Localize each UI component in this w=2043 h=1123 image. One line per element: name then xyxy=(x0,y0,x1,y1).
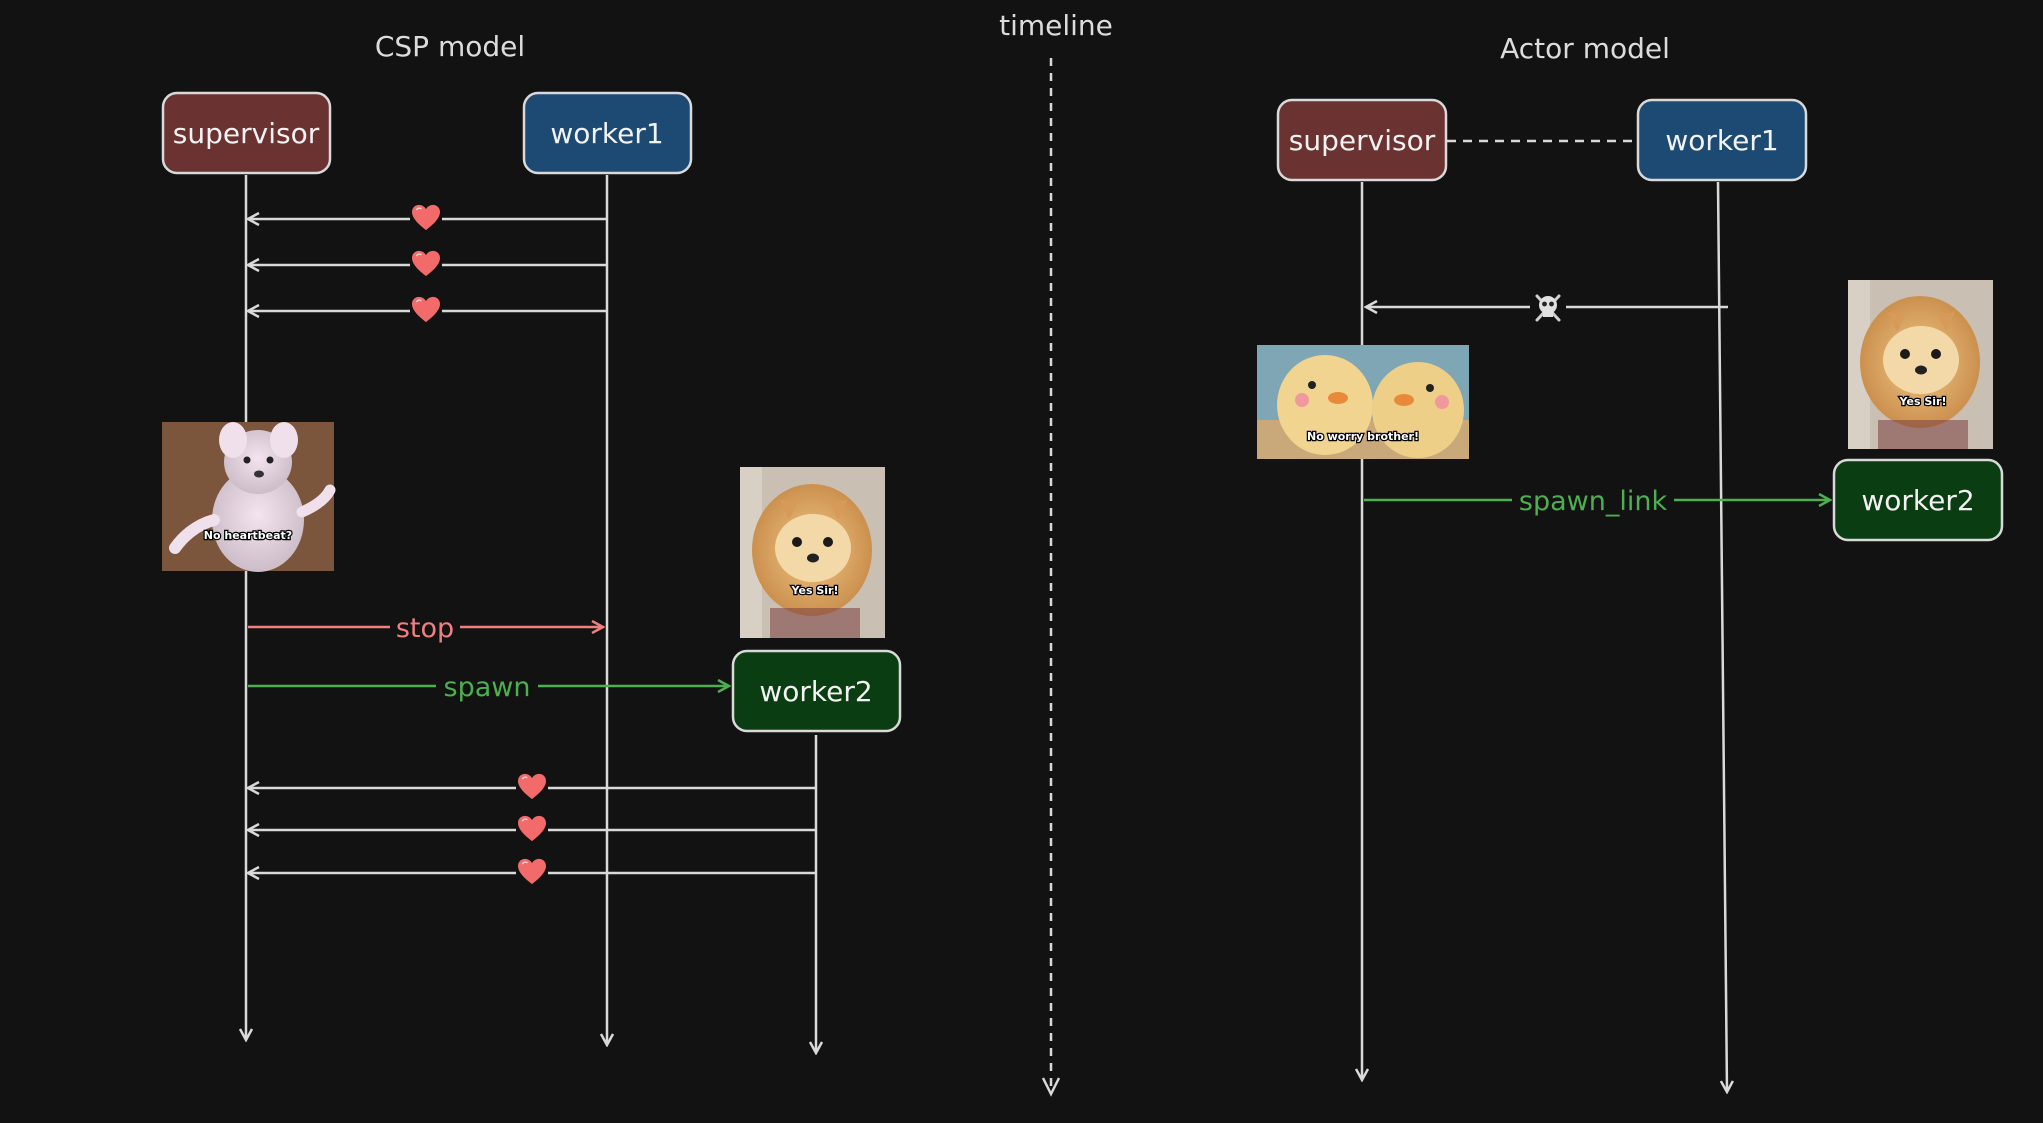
actor-worker2-node: worker2 xyxy=(1832,458,2004,542)
actor-spawn-link-label: spawn_link xyxy=(1519,486,1668,517)
csp-worker2-heartbeat-3 xyxy=(248,857,816,889)
csp-meme-yes-sir: Yes Sir! xyxy=(740,467,885,638)
csp-supervisor-node: supervisor xyxy=(161,91,332,175)
csp-meme-yes-sir-caption: Yes Sir! xyxy=(791,584,839,597)
csp-worker2-heartbeat-2 xyxy=(248,814,816,846)
actor-spawn-link-message: spawn_link xyxy=(1364,481,1830,517)
actor-supervisor-label: supervisor xyxy=(1289,124,1436,157)
skull-crossbones-icon xyxy=(1535,294,1561,322)
csp-stop-label: stop xyxy=(396,613,454,644)
timeline-arrowhead xyxy=(1041,1077,1061,1097)
actor-worker1-lifeline xyxy=(1716,181,1727,1092)
actor-meme-yes-sir-caption: Yes Sir! xyxy=(1899,395,1947,408)
actor-meme-no-worry-caption: No worry brother! xyxy=(1307,430,1419,443)
csp-model-title: CSP model xyxy=(375,30,525,63)
csp-worker1-node: worker1 xyxy=(522,91,693,175)
actor-exit-signal xyxy=(1366,290,1728,324)
csp-spawn-label: spawn xyxy=(444,672,531,703)
csp-meme-no-heartbeat-caption: No heartbeat? xyxy=(204,529,292,542)
actor-supervisor-node: supervisor xyxy=(1276,98,1448,182)
timeline-title: timeline xyxy=(999,9,1113,42)
csp-spawn-message: spawn xyxy=(248,667,729,703)
csp-stop-message: stop xyxy=(248,608,603,644)
actor-model-title: Actor model xyxy=(1500,32,1670,65)
actor-meme-yes-sir: Yes Sir! xyxy=(1848,280,1993,449)
csp-worker1-label: worker1 xyxy=(550,117,663,150)
csp-supervisor-label: supervisor xyxy=(173,117,320,150)
actor-meme-no-worry: No worry brother! xyxy=(1257,345,1469,459)
csp-worker2-label: worker2 xyxy=(759,675,872,708)
csp-worker1-heartbeat-3 xyxy=(248,295,607,327)
csp-meme-no-heartbeat: No heartbeat? xyxy=(162,422,336,572)
csp-worker2-node: worker2 xyxy=(731,649,902,733)
actor-worker2-label: worker2 xyxy=(1861,484,1974,517)
csp-worker2-heartbeat-1 xyxy=(248,772,816,804)
actor-worker1-label: worker1 xyxy=(1665,124,1778,157)
actor-worker1-node: worker1 xyxy=(1636,98,1808,182)
csp-worker1-heartbeat-2 xyxy=(248,249,607,281)
csp-worker1-heartbeat-1 xyxy=(248,203,607,235)
